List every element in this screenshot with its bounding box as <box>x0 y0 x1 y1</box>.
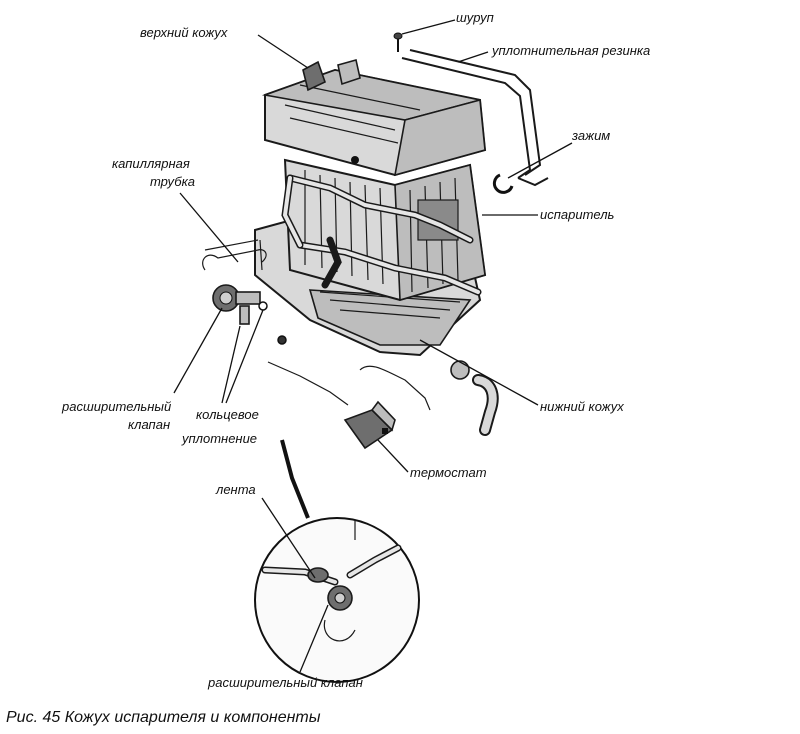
upper-housing-part <box>261 59 487 177</box>
detail-leader <box>280 439 310 519</box>
upper-housing-label: верхний кожух <box>140 25 228 40</box>
seal-rubber-label: уплотнительная резинка <box>491 43 650 58</box>
o-ring-label-line2: уплотнение <box>181 431 257 446</box>
detail-inset <box>254 517 420 683</box>
evaporator-label: испаритель <box>540 207 615 222</box>
capillary-tube-label-line1: капиллярная <box>112 156 190 171</box>
capillary-tube-label-line2: трубка <box>150 174 195 189</box>
figure-caption: Рис. 45 Кожух испарителя и компоненты <box>6 709 321 726</box>
lower-housing-label: нижний кожух <box>540 399 624 414</box>
thermostat-label: термостат <box>410 465 487 480</box>
o-ring-label-line1: кольцевое <box>196 407 259 422</box>
refrigerant-pipes <box>281 174 482 296</box>
expansion-valve-label-line2: клапан <box>128 417 170 432</box>
expansion-valve-detail-label: расширительный клапан <box>207 675 363 690</box>
seal-rubber-part <box>401 49 549 187</box>
screw-label: шуруп <box>456 10 494 25</box>
thermostat-part <box>267 361 431 450</box>
clamp-label: зажим <box>571 128 610 143</box>
expansion-valve-label-line1: расширительный <box>61 399 171 414</box>
tape-label: лента <box>215 482 256 497</box>
o-ring-parts <box>258 301 287 345</box>
expansion-valve-part <box>202 239 267 325</box>
screw-part <box>393 32 403 52</box>
drain-hose-part <box>450 360 499 436</box>
clamp-part <box>492 173 514 194</box>
leader-lines <box>173 19 573 673</box>
